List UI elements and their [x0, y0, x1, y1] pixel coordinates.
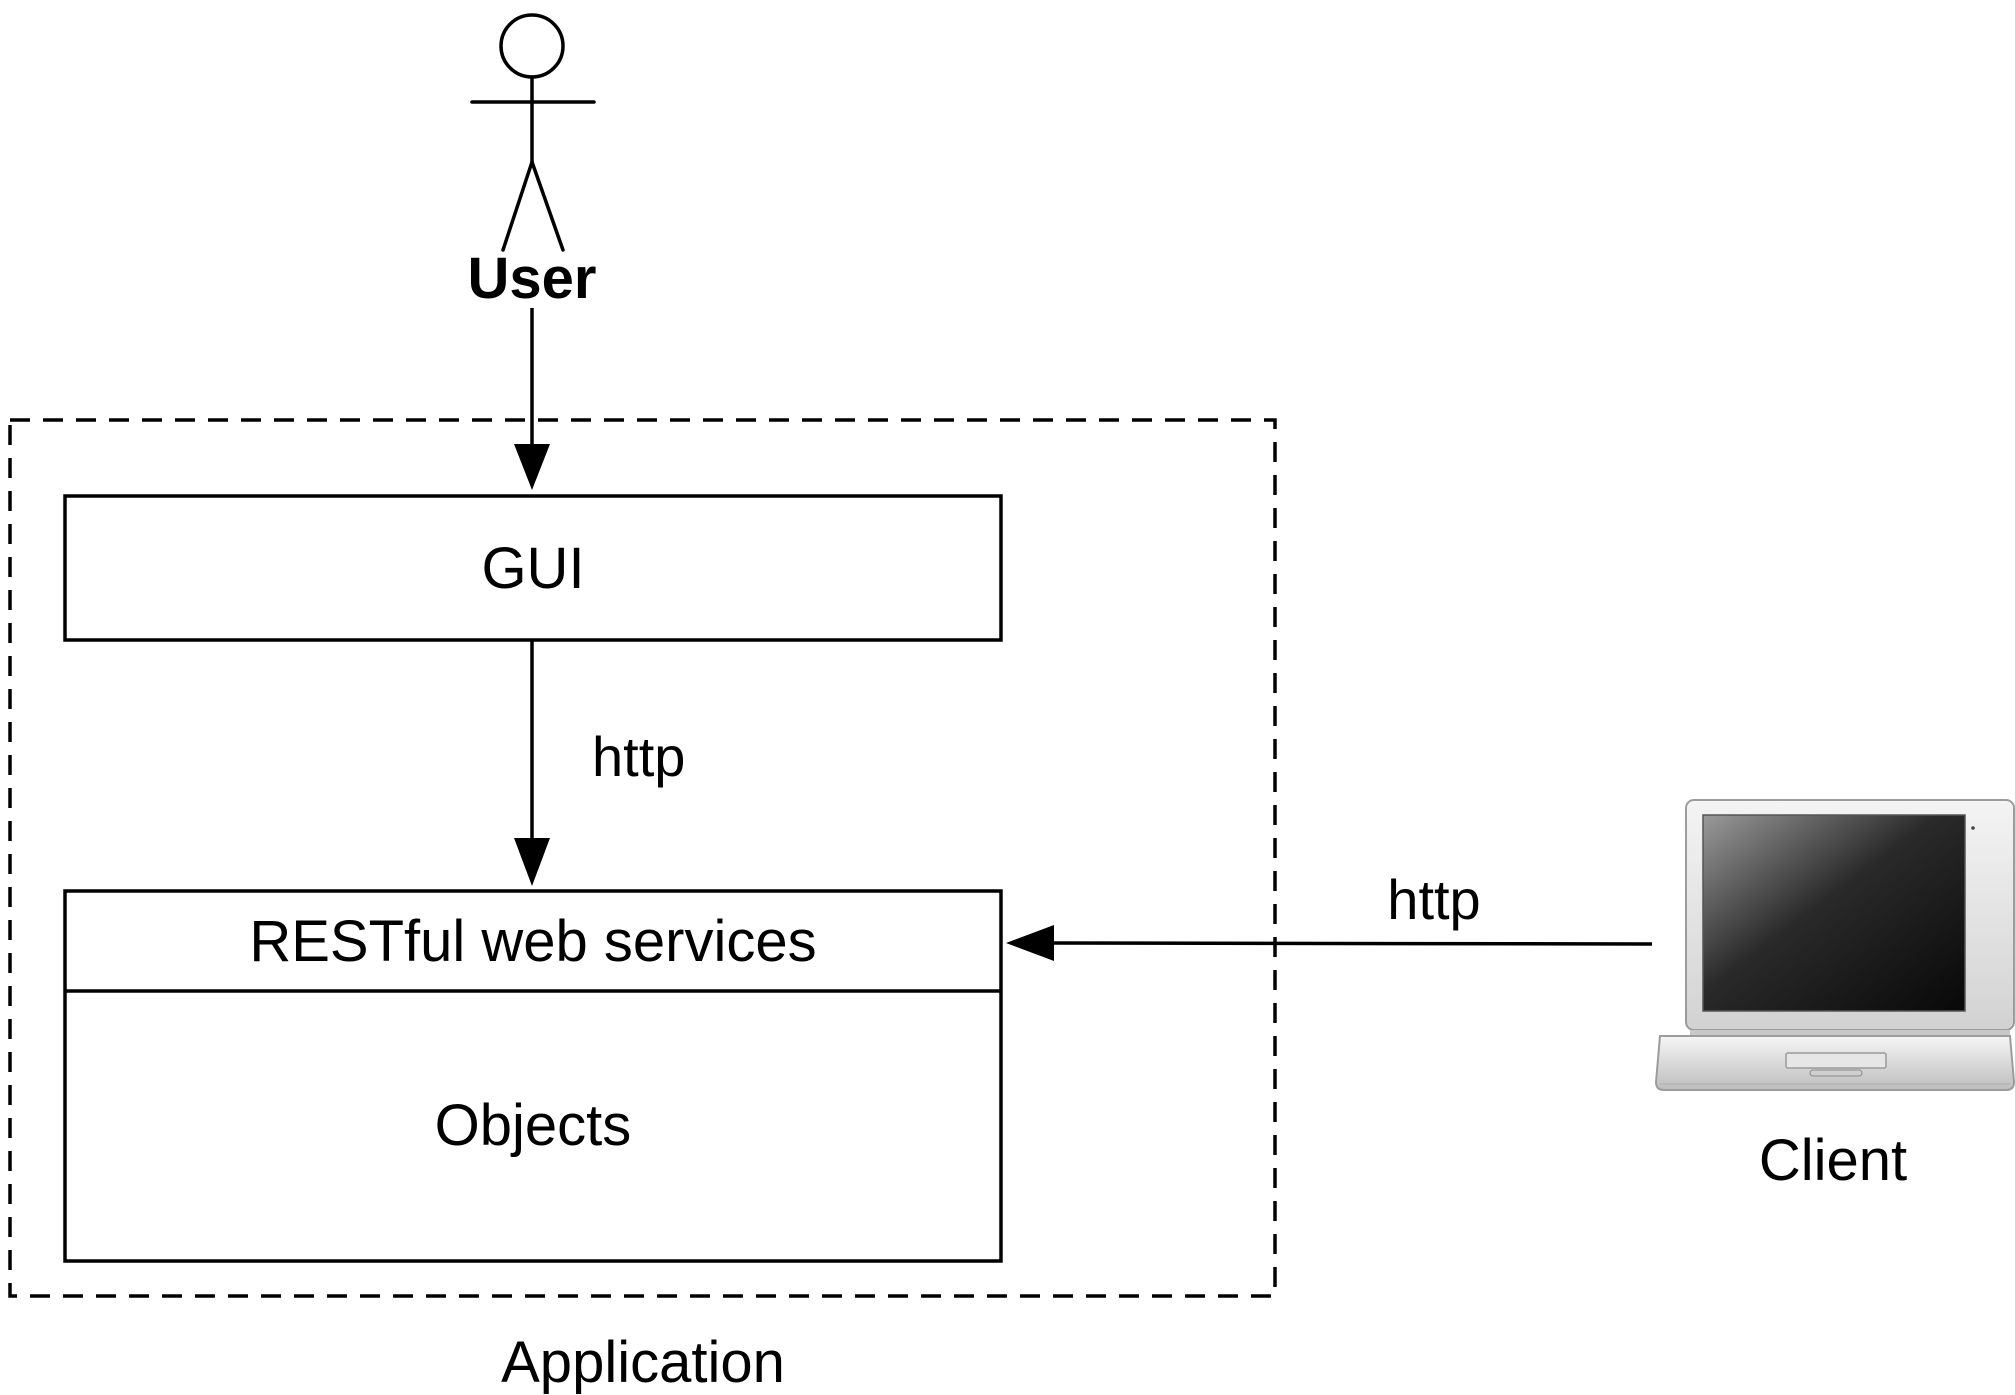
laptop-icon: [1654, 799, 2015, 1091]
user-label: User: [468, 246, 597, 311]
application-container: Application: [8, 418, 1277, 1395]
rest-services-label: RESTful web services: [249, 909, 816, 974]
gui-label: GUI: [481, 536, 584, 601]
gui-to-rest-arrow: http: [514, 640, 685, 886]
user-to-gui-arrow: [514, 308, 550, 490]
user-actor: User: [468, 13, 597, 311]
client-label: Client: [1759, 1128, 1907, 1193]
application-label: Application: [501, 1330, 785, 1395]
gui-to-rest-http-label: http: [592, 725, 685, 788]
gui-box: GUI: [63, 494, 1003, 642]
rest-objects-stack: RESTful web services Objects: [63, 889, 1003, 1263]
client-node: Client: [1654, 799, 2015, 1193]
stick-figure-icon: [470, 13, 596, 252]
client-to-rest-arrow: http: [1006, 868, 1653, 961]
objects-label: Objects: [435, 1093, 632, 1158]
client-to-rest-http-label: http: [1387, 868, 1480, 931]
